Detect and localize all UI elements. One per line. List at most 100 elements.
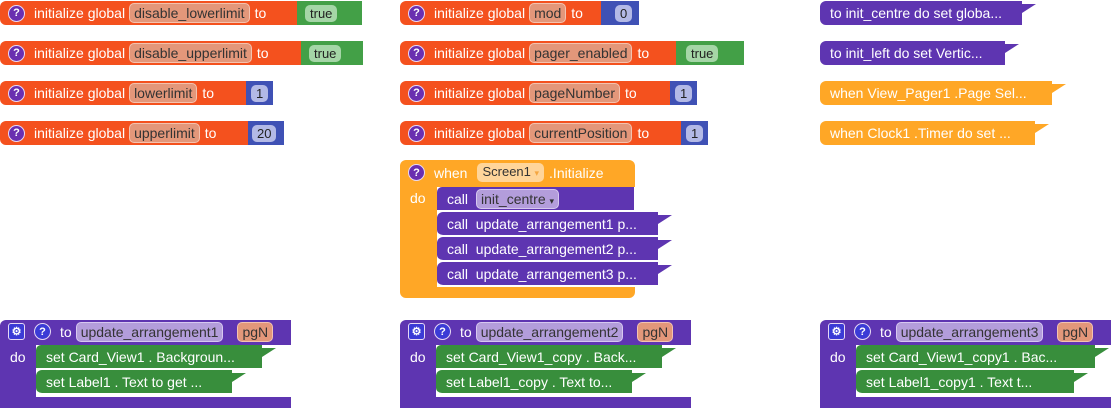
procedure-name: update_arrangement1 p... bbox=[475, 215, 637, 232]
help-icon[interactable]: ? bbox=[408, 4, 425, 22]
help-icon[interactable]: ? bbox=[408, 84, 425, 102]
keyword: initialize global bbox=[434, 45, 526, 61]
keyword: initialize global bbox=[434, 5, 526, 21]
set-property-block[interactable]: set Card_View1_copy . Back... bbox=[436, 345, 676, 369]
call-label: call bbox=[447, 215, 469, 232]
number-block[interactable]: 1 bbox=[681, 121, 708, 145]
set-property-block[interactable]: set Label1_copy . Text to... bbox=[436, 370, 646, 394]
keyword: initialize global bbox=[34, 85, 126, 101]
to-label: to bbox=[60, 323, 72, 340]
collapsed-procedure-init-left[interactable]: to init_left do set Vertic... bbox=[820, 41, 1019, 65]
help-icon[interactable]: ? bbox=[408, 124, 425, 142]
help-icon[interactable]: ? bbox=[8, 44, 25, 62]
statement-label: set Label1_copy . Text to... bbox=[446, 373, 613, 390]
number-field[interactable]: 1 bbox=[675, 84, 693, 102]
help-icon[interactable]: ? bbox=[408, 44, 425, 62]
set-property-block[interactable]: set Label1_copy1 . Text t... bbox=[856, 370, 1088, 394]
procedure-name-field[interactable]: update_arrangement1 bbox=[75, 321, 224, 342]
mutator-gear-icon[interactable]: ⚙ bbox=[828, 323, 845, 340]
to-label: to bbox=[571, 5, 583, 21]
help-icon[interactable]: ? bbox=[8, 4, 25, 22]
statement-label: set Card_View1_copy1 . Bac... bbox=[866, 348, 1058, 365]
procedure-header: ⚙ ? to update_arrangement3 pgN bbox=[820, 320, 1098, 343]
help-icon[interactable]: ? bbox=[854, 323, 871, 340]
true-block[interactable]: true bbox=[676, 41, 744, 65]
call-label: call bbox=[447, 265, 469, 282]
keyword: initialize global bbox=[34, 45, 126, 61]
help-icon[interactable]: ? bbox=[34, 323, 51, 340]
keyword: initialize global bbox=[34, 5, 126, 21]
number-field[interactable]: 1 bbox=[686, 124, 704, 142]
procedure-name-field[interactable]: update_arrangement3 bbox=[895, 321, 1044, 342]
do-label: do bbox=[10, 349, 26, 365]
number-field[interactable]: 1 bbox=[251, 84, 269, 102]
collapsed-procedure-init-centre[interactable]: to init_centre do set globa... bbox=[820, 1, 1036, 25]
true-block[interactable]: true bbox=[301, 41, 363, 65]
number-block[interactable]: 0 bbox=[601, 1, 639, 25]
variable-name-field[interactable]: pager_enabled bbox=[529, 43, 633, 63]
procedure-name: update_arrangement3 p... bbox=[475, 265, 637, 282]
set-property-block[interactable]: set Card_View1_copy1 . Bac... bbox=[856, 345, 1109, 369]
number-field[interactable]: 20 bbox=[252, 124, 277, 142]
do-label: do bbox=[830, 349, 846, 365]
call-label: call bbox=[447, 240, 469, 257]
boolean-dropdown[interactable]: true bbox=[686, 44, 719, 62]
call-update-arrangement2[interactable]: call update_arrangement2 p... bbox=[437, 237, 672, 261]
variable-name-field[interactable]: disable_lowerlimit bbox=[129, 3, 250, 23]
to-label: to bbox=[254, 5, 267, 21]
true-block[interactable]: true bbox=[297, 1, 362, 25]
parameter-pgN[interactable]: pgN bbox=[637, 321, 674, 342]
variable-name-field[interactable]: disable_upperlimit bbox=[129, 43, 252, 63]
procedure-name-field[interactable]: update_arrangement2 bbox=[475, 321, 624, 342]
to-label: to bbox=[880, 323, 892, 340]
variable-name-field[interactable]: mod bbox=[529, 3, 567, 23]
boolean-dropdown[interactable]: true bbox=[309, 44, 342, 62]
number-block[interactable]: 20 bbox=[248, 121, 284, 145]
collapsed-label: when View_Pager1 .Page Sel... bbox=[830, 85, 1027, 101]
do-label: do bbox=[410, 190, 426, 206]
set-property-block[interactable]: set Card_View1 . Backgroun... bbox=[36, 345, 276, 369]
component-dropdown[interactable]: Screen1 ▾ bbox=[477, 163, 545, 182]
mutator-gear-icon[interactable]: ⚙ bbox=[8, 323, 25, 340]
call-update-arrangement1[interactable]: call update_arrangement1 p... bbox=[437, 212, 672, 236]
collapsed-label: to init_centre do set globa... bbox=[830, 5, 1002, 21]
procedure-dropdown[interactable]: init_centre ▾ bbox=[476, 188, 560, 209]
dropdown-arrow-icon: ▾ bbox=[549, 195, 555, 206]
variable-name-field[interactable]: lowerlimit bbox=[129, 83, 198, 103]
keyword: initialize global bbox=[434, 125, 526, 141]
number-block[interactable]: 1 bbox=[246, 81, 273, 105]
when-label: when bbox=[434, 164, 468, 181]
help-icon[interactable]: ? bbox=[8, 84, 25, 102]
collapsed-event-clock-timer[interactable]: when Clock1 .Timer do set ... bbox=[820, 121, 1049, 145]
help-icon[interactable]: ? bbox=[434, 323, 451, 340]
procedure-name: update_arrangement2 p... bbox=[475, 240, 637, 257]
statement-label: set Label1_copy1 . Text t... bbox=[866, 373, 1033, 390]
boolean-dropdown[interactable]: true bbox=[305, 4, 338, 22]
component-name: Screen1 bbox=[482, 164, 531, 179]
help-icon[interactable]: ? bbox=[8, 124, 25, 142]
collapsed-event-view-pager[interactable]: when View_Pager1 .Page Sel... bbox=[820, 81, 1066, 105]
number-block[interactable]: 1 bbox=[670, 81, 697, 105]
variable-name-field[interactable]: upperlimit bbox=[129, 123, 200, 143]
mutator-gear-icon[interactable]: ⚙ bbox=[408, 323, 425, 340]
variable-name-field[interactable]: pageNumber bbox=[529, 83, 620, 103]
help-icon[interactable]: ? bbox=[408, 164, 425, 181]
parameter-pgN[interactable]: pgN bbox=[1057, 321, 1094, 342]
variable-name-field[interactable]: currentPosition bbox=[529, 123, 633, 143]
number-field[interactable]: 0 bbox=[615, 4, 633, 22]
dropdown-arrow-icon: ▾ bbox=[534, 168, 540, 178]
statement-label: set Label1 . Text to get ... bbox=[46, 373, 203, 390]
set-property-block[interactable]: set Label1 . Text to get ... bbox=[36, 370, 246, 394]
call-update-arrangement3[interactable]: call update_arrangement3 p... bbox=[437, 262, 672, 286]
parameter-pgN[interactable]: pgN bbox=[237, 321, 274, 342]
